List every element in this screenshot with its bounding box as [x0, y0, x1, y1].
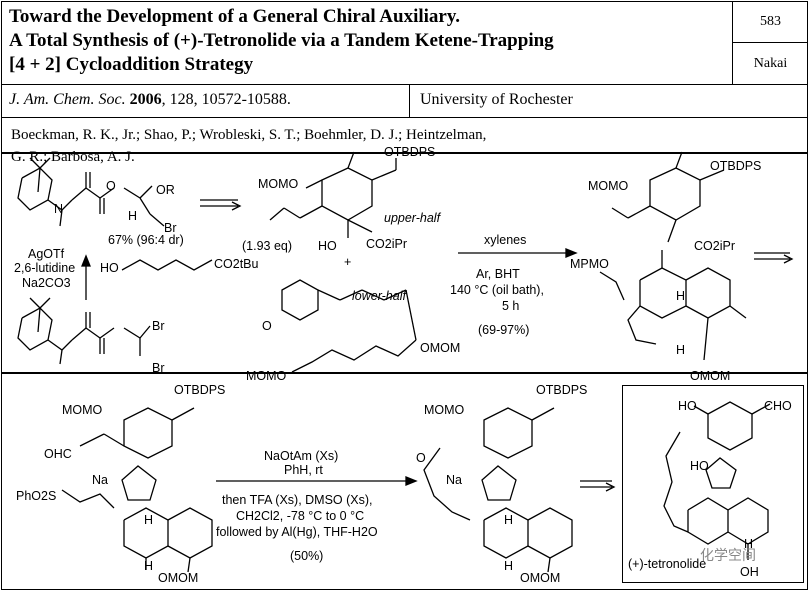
upper-ester: CO2iPr: [366, 237, 407, 251]
bm-omom: OMOM: [520, 571, 560, 585]
scheme-divider-mid: [1, 372, 808, 374]
cond2-line5: followed by Al(Hg), THF-H2O: [216, 525, 378, 539]
arrow-4-head: [405, 476, 418, 486]
title-block: Toward the Development of a General Chir…: [1, 1, 733, 85]
bm-momo: MOMO: [424, 403, 465, 417]
auxiliary-bottom: [17, 297, 151, 365]
lower-half-structure: [281, 279, 417, 373]
bl-ohc: OHC: [44, 447, 72, 461]
journal-year: 2006: [129, 91, 162, 108]
cond1-yield: (69-97%): [478, 323, 529, 337]
p1-h2: H: [676, 343, 685, 357]
product-1-structure: [599, 151, 747, 361]
lower-half-name: lower-half: [352, 289, 407, 303]
upper-half-name: upper-half: [384, 211, 442, 225]
intermediate-left: [61, 407, 213, 573]
cond2-line4: CH2Cl2, -78 °C to 0 °C: [236, 509, 364, 523]
reagent-carbonate: Na2CO3: [22, 276, 71, 290]
final-name: (+)-tetronolide: [628, 557, 706, 571]
lower-o: O: [262, 319, 272, 333]
lower-momo: MOMO: [246, 369, 287, 383]
auxiliary-top: [17, 157, 165, 227]
watermark: 化学空间: [700, 548, 756, 564]
university: University of Rochester: [410, 85, 808, 118]
final-h: H: [744, 537, 753, 551]
bl-na: Na: [92, 473, 108, 487]
final-cho: CHO: [764, 399, 792, 413]
cond1-line3: 140 °C (oil bath),: [450, 283, 544, 297]
or-label: OR: [156, 183, 175, 197]
cond1-solvent: xylenes: [484, 233, 526, 247]
title-line-3: [4 + 2] Cycloaddition Strategy: [9, 54, 254, 75]
p1-h1: H: [676, 289, 685, 303]
n-label: N: [54, 202, 63, 216]
doc-number: 583: [733, 1, 808, 43]
authors-line-1: Boeckman, R. K., Jr.; Shao, P.; Wroblesk…: [11, 127, 487, 143]
intermediate-mid: [423, 407, 573, 573]
br-label-a: Br: [152, 319, 165, 333]
presenter-name: Nakai: [733, 43, 808, 85]
p1-momo: MOMO: [588, 179, 629, 193]
diene-ester-label: CO2tBu: [214, 257, 259, 271]
bl-phso2: PhO2S: [16, 489, 56, 503]
bl-momo: MOMO: [62, 403, 103, 417]
final-ho1: HO: [678, 399, 697, 413]
bm-h2: H: [504, 559, 513, 573]
p1-mpmo: MPMO: [570, 257, 609, 271]
journal-citation: J. Am. Chem. Soc. 2006, 128, 10572-10588…: [1, 85, 410, 118]
bl-h2: H: [144, 559, 153, 573]
lower-omom: OMOM: [420, 341, 460, 355]
journal-name: J. Am. Chem. Soc.: [9, 91, 126, 108]
upper-momo: MOMO: [258, 177, 299, 191]
title-line-2: A Total Synthesis of (+)-Tetronolide via…: [9, 30, 554, 51]
yield-1: 67% (96:4 dr): [108, 233, 184, 247]
final-product-box: [622, 385, 804, 583]
arrow-up-head: [81, 254, 91, 267]
p1-otbdps: OTBDPS: [710, 159, 761, 173]
final-oh: OH: [740, 565, 759, 579]
tetronolide-structure: [663, 401, 771, 560]
cond2-line3: then TFA (Xs), DMSO (Xs),: [222, 493, 373, 507]
bl-h1: H: [144, 513, 153, 527]
ho-label: HO: [100, 261, 119, 275]
upper-ho: HO: [318, 239, 337, 253]
cond1-line2: Ar, BHT: [476, 267, 520, 281]
arrow-2-head: [565, 248, 578, 258]
upper-half-structure: [269, 151, 397, 238]
bl-otbdps: OTBDPS: [174, 383, 225, 397]
bm-otbdps: OTBDPS: [536, 383, 587, 397]
bm-na: Na: [446, 473, 462, 487]
br-label-1: Br: [164, 221, 177, 235]
o-label: O: [106, 179, 116, 193]
cond2-line2: PhH, rt: [284, 463, 323, 477]
upper-equiv: (1.93 eq): [242, 239, 292, 253]
bm-h1: H: [504, 513, 513, 527]
cond1-line4: 5 h: [502, 299, 519, 313]
reagent-agotf: AgOTf: [28, 247, 65, 261]
scheme-divider-top: [1, 152, 808, 154]
bl-omom: OMOM: [158, 571, 198, 585]
reagent-lutidine: 2,6-lutidine: [14, 261, 75, 275]
final-ho2: HO: [690, 459, 709, 473]
journal-ref: , 128, 10572-10588.: [161, 91, 291, 108]
plus-sign: +: [344, 255, 351, 269]
bm-o: O: [416, 451, 426, 465]
h-label: H: [128, 209, 137, 223]
p1-ester: CO2iPr: [694, 239, 735, 253]
p1-omom: OMOM: [690, 369, 730, 383]
br-label-b: Br: [152, 361, 165, 375]
upper-otbdps: OTBDPS: [384, 145, 435, 159]
cond2-yield: (50%): [290, 549, 323, 563]
cond2-line1: NaOtAm (Xs): [264, 449, 338, 463]
dienol-chain: [121, 259, 213, 271]
title-line-1: Toward the Development of a General Chir…: [9, 6, 461, 27]
